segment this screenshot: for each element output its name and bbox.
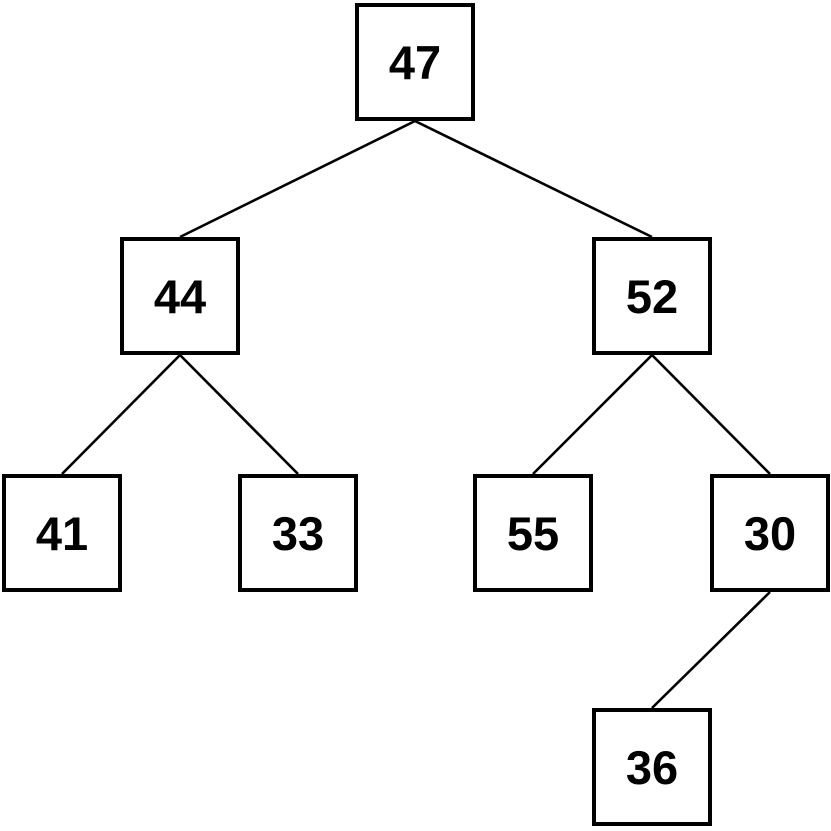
edge-44-33 [179, 354, 299, 475]
tree-node-55: 55 [473, 474, 593, 592]
edge-44-41 [61, 354, 181, 475]
node-value-33: 33 [271, 506, 325, 560]
tree-node-33: 33 [238, 474, 358, 592]
tree-node-47: 47 [355, 3, 475, 121]
edge-47-52 [414, 119, 653, 239]
edge-52-30 [651, 354, 771, 475]
node-value-44: 44 [153, 269, 207, 323]
node-value-30: 30 [743, 506, 797, 560]
node-value-55: 55 [506, 506, 560, 560]
tree-node-36: 36 [592, 708, 712, 826]
tree-node-41: 41 [2, 474, 122, 592]
tree-node-30: 30 [710, 474, 830, 592]
node-value-52: 52 [625, 269, 679, 323]
node-value-47: 47 [388, 35, 442, 89]
edge-30-36 [651, 591, 771, 709]
edge-47-44 [179, 119, 416, 239]
edge-52-55 [532, 354, 653, 475]
tree-node-44: 44 [120, 237, 240, 355]
node-value-41: 41 [35, 506, 89, 560]
node-value-36: 36 [625, 740, 679, 794]
tree-node-52: 52 [592, 237, 712, 355]
